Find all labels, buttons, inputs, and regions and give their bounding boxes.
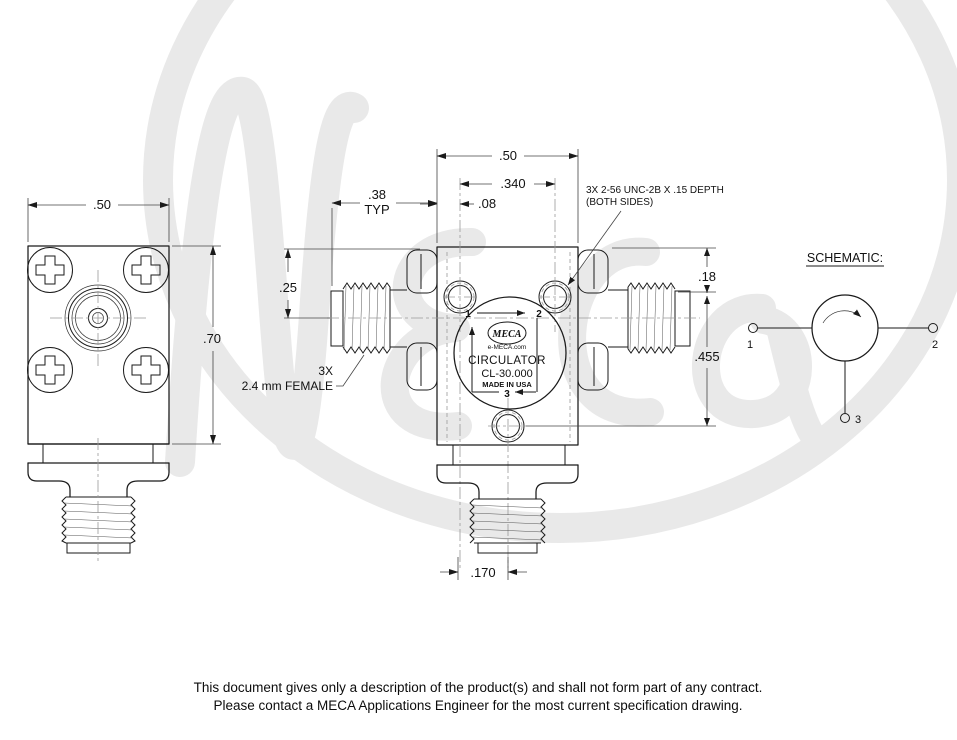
rotation-arrow bbox=[822, 309, 862, 324]
thread-note-line2: (BOTH SIDES) bbox=[586, 197, 653, 208]
label-port3: 3 bbox=[504, 389, 510, 400]
front-body bbox=[436, 246, 579, 446]
dim-top-offset-text: .18 bbox=[698, 269, 716, 284]
schematic-port3-terminal bbox=[840, 413, 850, 423]
footer-line2: Please contact a MECA Applications Engin… bbox=[213, 698, 742, 713]
phillips-screw bbox=[123, 347, 169, 393]
watermark-letter-m bbox=[165, 76, 369, 477]
dim-side-height-text: .70 bbox=[203, 331, 221, 346]
product-label: 1 2 3 MECA e-MECA.com CIRCULATOR CL-30.0… bbox=[453, 296, 567, 410]
dim-flange-length: .38 TYP bbox=[331, 187, 438, 286]
watermark-letter-c bbox=[558, 237, 664, 427]
label-product: CIRCULATOR bbox=[468, 355, 546, 367]
dim-side-height: .70 bbox=[172, 245, 221, 445]
dim-hole-drop-text: .455 bbox=[694, 349, 719, 364]
front-view: 1 2 3 MECA e-MECA.com CIRCULATOR CL-30.0… bbox=[242, 148, 724, 580]
meca-logo-oval bbox=[487, 321, 527, 345]
label-model: CL-30.000 bbox=[481, 368, 532, 380]
dim-front-width-text: .50 bbox=[499, 148, 517, 163]
dim-center-height-text: .25 bbox=[279, 280, 297, 295]
dim-side-width: .50 bbox=[27, 197, 170, 242]
dim-center-height: .25 bbox=[279, 248, 420, 319]
dim-flange-length-text: .38 bbox=[368, 187, 386, 202]
side-body bbox=[27, 245, 170, 445]
dim-flange-typ-text: TYP bbox=[364, 202, 389, 217]
flange-ear bbox=[406, 249, 438, 294]
label-circle bbox=[453, 296, 567, 410]
footer-disclaimer: This document gives only a description o… bbox=[194, 680, 763, 713]
schematic-leads bbox=[758, 327, 928, 413]
schematic-title: SCHEMATIC: bbox=[807, 251, 883, 265]
watermark-meca-logo bbox=[143, 0, 957, 543]
phillips-screw bbox=[123, 247, 169, 293]
label-port1: 1 bbox=[465, 309, 471, 320]
meca-logo-text: MECA bbox=[492, 329, 522, 340]
connector-note: 3X 2.4 mm FEMALE bbox=[242, 354, 365, 393]
dim-port-offset: .170 bbox=[440, 557, 527, 580]
flange-ear bbox=[406, 342, 438, 391]
schematic-port1-terminal bbox=[748, 323, 758, 333]
coax-connector-face bbox=[50, 270, 147, 366]
connector-qty-text: 3X bbox=[318, 364, 333, 378]
dim-port-offset-text: .170 bbox=[470, 565, 495, 580]
label-port2: 2 bbox=[536, 309, 542, 320]
watermark-letter-e bbox=[380, 227, 486, 441]
dim-hole-drop: .455 bbox=[526, 296, 720, 427]
connector-type-text: 2.4 mm FEMALE bbox=[242, 379, 333, 393]
dim-hole-spacing-text: .340 bbox=[500, 176, 525, 191]
dim-front-width: .50 bbox=[436, 148, 579, 243]
dim-top-offset: .18 bbox=[612, 247, 716, 293]
label-origin: MADE IN USA bbox=[482, 380, 532, 389]
thread-depth-note: 3X 2-56 UNC-2B X .15 DEPTH (BOTH SIDES) bbox=[567, 185, 724, 286]
bottom-connector bbox=[436, 445, 579, 554]
phillips-screw bbox=[27, 247, 73, 293]
side-view: .50 .70 bbox=[27, 197, 221, 562]
note-leader bbox=[567, 210, 622, 286]
schematic-port2-label: 2 bbox=[932, 339, 938, 351]
dim-hole-spacing: .340 bbox=[459, 176, 556, 191]
dim-side-width-text: .50 bbox=[93, 197, 111, 212]
circulator-symbol bbox=[811, 294, 879, 362]
side-bottom-connector bbox=[27, 438, 170, 562]
thread-note-line1: 3X 2-56 UNC-2B X .15 DEPTH bbox=[586, 185, 724, 196]
phillips-screw bbox=[27, 347, 73, 393]
mounting-hole bbox=[488, 409, 526, 443]
note-leader bbox=[336, 354, 365, 387]
footer-line1: This document gives only a description o… bbox=[194, 680, 763, 695]
schematic-port1-label: 1 bbox=[747, 339, 753, 351]
label-website: e-MECA.com bbox=[488, 344, 527, 351]
dim-hole-offset: .08 bbox=[420, 196, 496, 211]
dim-hole-offset-text: .08 bbox=[478, 196, 496, 211]
schematic-port3-label: 3 bbox=[855, 414, 861, 426]
schematic: SCHEMATIC: 1 2 3 bbox=[747, 251, 938, 426]
flange-ear bbox=[577, 342, 609, 391]
schematic-port2-terminal bbox=[928, 323, 938, 333]
